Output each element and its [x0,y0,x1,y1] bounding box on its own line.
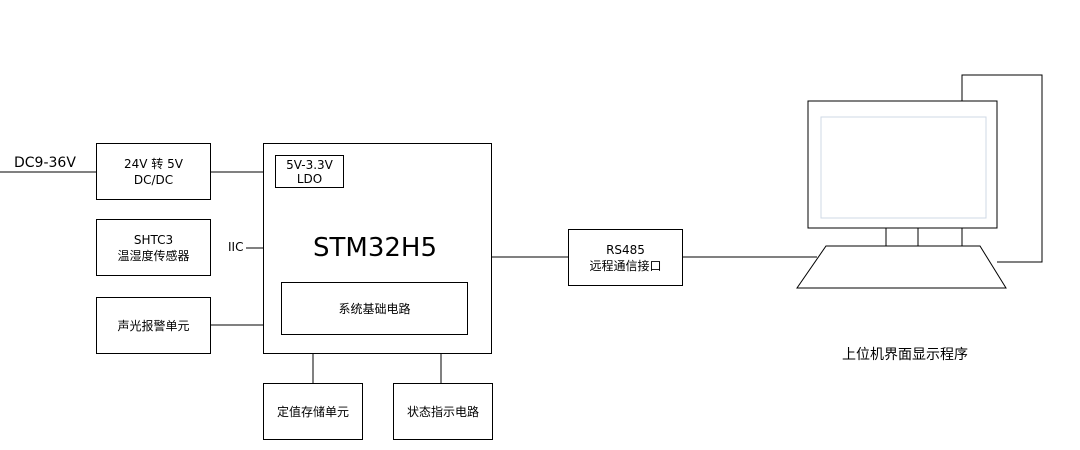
rs485-line2: 远程通信接口 [589,258,662,273]
ldo-line2: LDO [296,171,323,186]
base-circuit-block: 系统基础电路 [281,282,468,335]
computer-icon [796,74,1043,289]
storage-label: 定值存储单元 [276,404,349,419]
dcdc-converter-block: 24V 转 5V DC/DC [96,143,211,200]
computer-tower-outline [961,74,1043,263]
storage-block: 定值存储单元 [263,383,363,440]
sensor-model: SHTC3 [133,232,174,247]
dcdc-line1: 24V 转 5V [124,156,183,171]
monitor-screen [820,116,987,219]
host-program-label: 上位机界面显示程序 [842,347,968,363]
mcu-title: STM32H5 [313,233,437,263]
monitor-frame [807,100,998,229]
sensor-name: 温湿度传感器 [117,248,190,263]
rs485-block: RS485 远程通信接口 [568,229,683,286]
alarm-block: 声光报警单元 [96,297,211,354]
dcdc-line2: DC/DC [133,172,174,187]
input-voltage-label: DC9-36V [14,155,76,171]
indicator-label: 状态指示电路 [406,404,479,419]
ldo-block: 5V-3.3V LDO [275,155,344,188]
keyboard [796,245,1007,289]
iic-bus-label: IIC [228,240,244,254]
ldo-line1: 5V-3.3V [286,157,333,172]
base-circuit-label: 系统基础电路 [338,301,411,316]
rs485-line1: RS485 [606,242,645,257]
sensor-block: SHTC3 温湿度传感器 [96,219,211,276]
alarm-label: 声光报警单元 [117,318,190,333]
indicator-block: 状态指示电路 [393,383,493,440]
